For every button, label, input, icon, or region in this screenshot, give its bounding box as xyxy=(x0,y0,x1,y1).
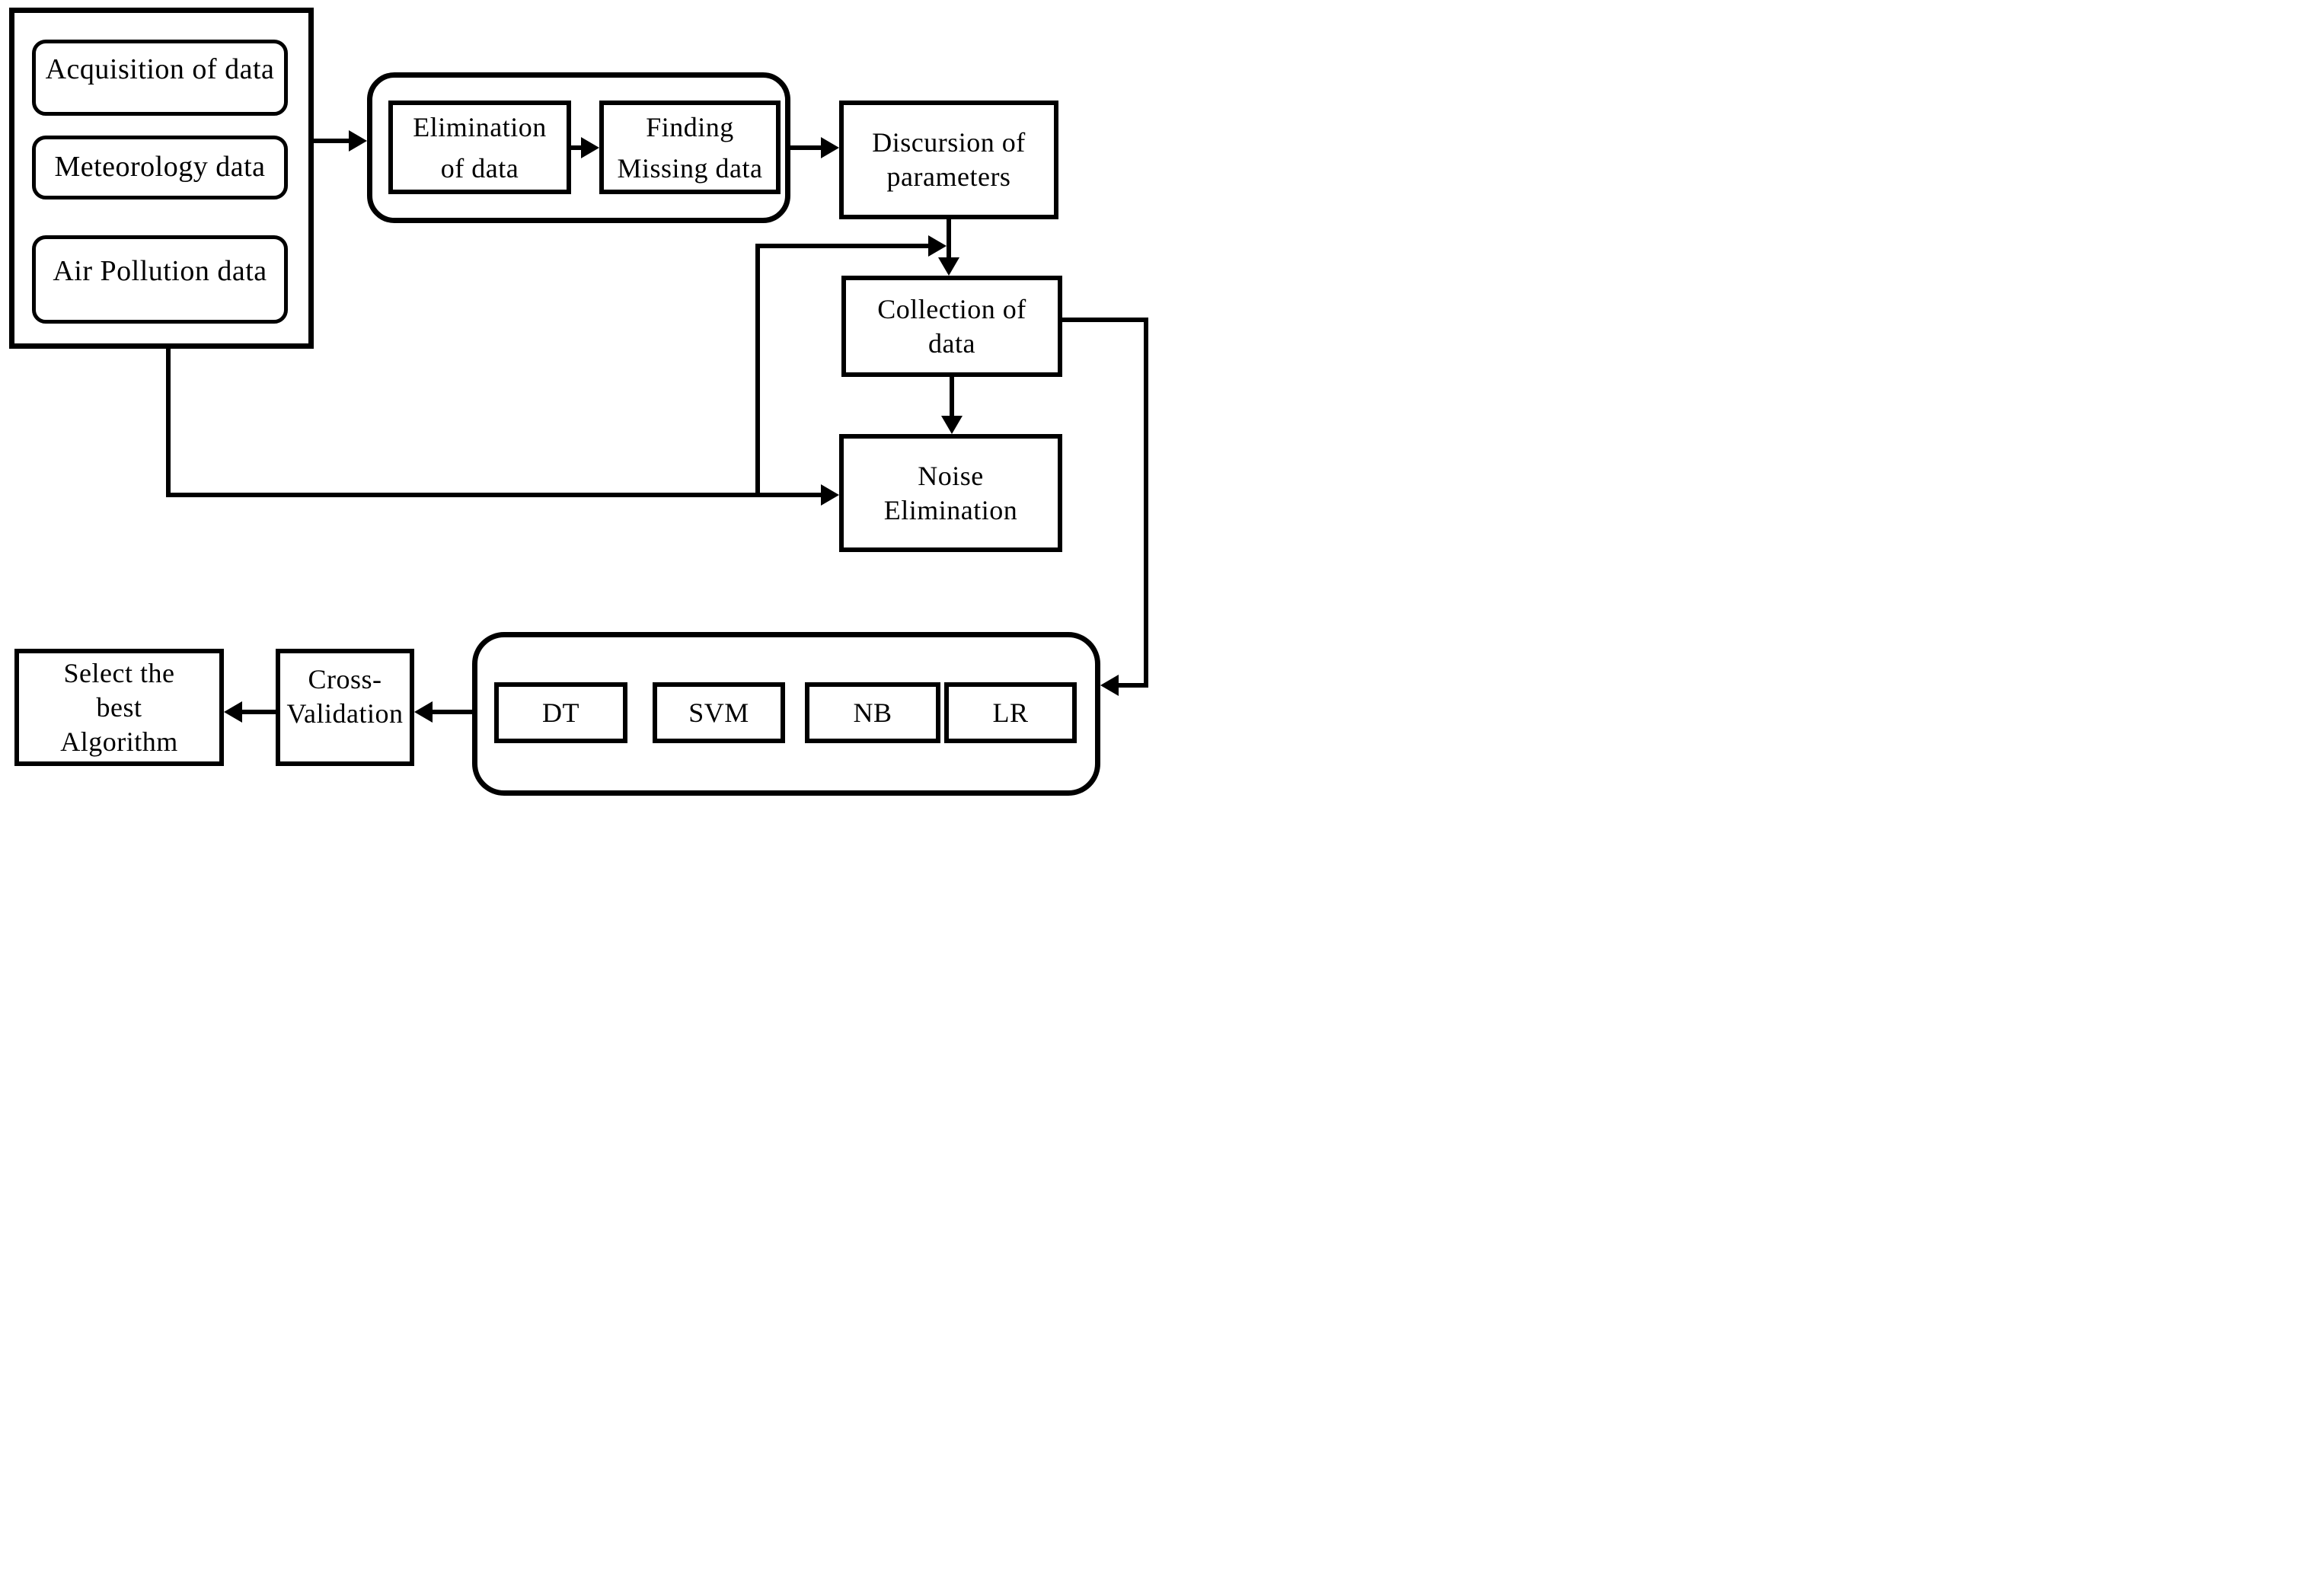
dt-label: DT xyxy=(542,697,579,728)
elimination-label: Elimination of data xyxy=(413,111,547,184)
node-meteorology-data: Meteorology data xyxy=(32,136,288,200)
node-dt: DT xyxy=(494,682,627,743)
meteorology-label: Meteorology data xyxy=(54,151,266,184)
connector-collection-right xyxy=(1062,318,1148,322)
arrowhead-algorithms-to-crossval xyxy=(414,701,433,723)
flowchart-canvas: Acquisition of data Meteorology data Air… xyxy=(0,0,1160,798)
arrowhead-to-algorithms xyxy=(1100,675,1119,696)
arrowhead-sources-to-preprocessing xyxy=(349,130,367,152)
arrowhead-preprocessing-to-discursion xyxy=(821,137,839,158)
connector-preprocessing-to-discursion xyxy=(790,145,822,150)
connector-elimination-to-finding xyxy=(571,145,583,150)
node-nb: NB xyxy=(805,682,940,743)
node-discursion-of-parameters: Discursion of parameters xyxy=(839,101,1058,219)
connector-sources-to-preprocessing xyxy=(314,139,352,143)
node-noise-elimination: Noise Elimination xyxy=(839,434,1062,552)
connector-branch-to-collection xyxy=(755,244,930,248)
arrowhead-discursion-to-collection xyxy=(938,257,959,276)
svm-label: SVM xyxy=(688,697,749,728)
node-acquisition-of-data: Acquisition of data xyxy=(32,40,288,116)
node-lr: LR xyxy=(944,682,1077,743)
lr-label: LR xyxy=(992,697,1029,728)
node-finding-missing-data: Finding Missing data xyxy=(599,101,781,194)
nb-label: NB xyxy=(853,697,892,728)
node-svm: SVM xyxy=(653,682,785,743)
node-cross-validation: Cross- Validation xyxy=(276,649,414,766)
node-elimination-of-data: Elimination of data xyxy=(388,101,571,194)
connector-right-vertical xyxy=(1144,318,1148,688)
arrowhead-elimination-to-finding xyxy=(581,137,599,158)
arrowhead-crossval-to-select xyxy=(224,701,242,723)
cross-validation-label: Cross- Validation xyxy=(286,664,404,729)
arrowhead-branch-to-collection xyxy=(928,235,947,257)
finding-missing-label: Finding Missing data xyxy=(617,111,763,184)
select-best-label: Select the best Algorithm xyxy=(60,657,178,757)
node-air-pollution-data: Air Pollution data xyxy=(32,235,288,324)
connector-long-horizontal-to-noise xyxy=(166,493,822,497)
arrowhead-to-noise xyxy=(821,484,839,506)
connector-collection-to-noise xyxy=(950,377,954,417)
connector-discursion-to-collection xyxy=(947,219,951,259)
arrowhead-collection-to-noise xyxy=(941,416,963,434)
connector-sources-drop xyxy=(166,346,171,497)
discursion-label: Discursion of parameters xyxy=(872,127,1026,192)
connector-riser-vertical xyxy=(755,244,760,497)
connector-algorithms-to-crossval xyxy=(431,710,472,714)
collection-label: Collection of data xyxy=(877,293,1026,359)
connector-crossval-to-select xyxy=(241,710,276,714)
air-pollution-label: Air Pollution data xyxy=(53,255,267,288)
node-collection-of-data: Collection of data xyxy=(841,276,1062,377)
noise-label: Noise Elimination xyxy=(883,460,1018,525)
connector-to-algorithms xyxy=(1117,683,1148,688)
acquisition-label: Acquisition of data xyxy=(45,53,275,86)
node-select-best-algorithm: Select the best Algorithm xyxy=(14,649,224,766)
